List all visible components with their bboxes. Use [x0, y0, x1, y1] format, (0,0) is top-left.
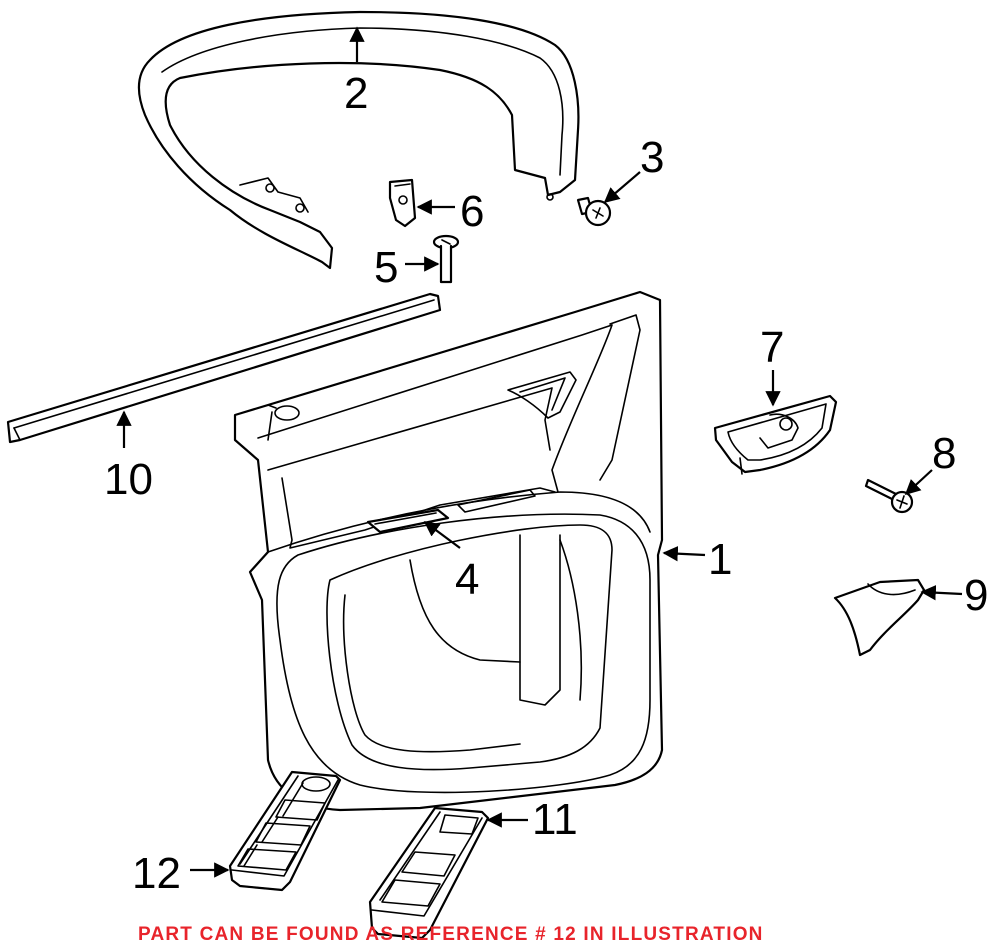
leader-4: [423, 521, 461, 549]
part-4-bezel: [366, 508, 450, 534]
part-11-window-switch: [368, 806, 490, 940]
callout-8: 8: [932, 429, 956, 478]
callout-3: 3: [640, 133, 664, 182]
part-reference-notice: PART CAN BE FOUND AS REFERENCE # 12 IN I…: [138, 924, 764, 945]
leader-8: [904, 469, 933, 496]
callout-5: 5: [374, 243, 398, 292]
callout-4: 4: [455, 555, 479, 604]
part-5-screw: [432, 234, 460, 284]
part-8-screw: [864, 478, 914, 514]
callout-11: 11: [532, 795, 578, 844]
leader-9: [920, 585, 963, 601]
leader-lines: [116, 26, 963, 878]
part-2-window-frame-molding: [137, 10, 580, 270]
callout-12: 12: [132, 849, 181, 898]
leader-1: [662, 545, 706, 562]
part-10-belt-molding: [6, 292, 442, 444]
part-6-clip: [388, 178, 417, 228]
callout-7: 7: [760, 323, 784, 372]
leader-3: [603, 171, 641, 204]
callout-labels: 1 2 3 4 5 6 7 8 9 10 11 12: [104, 69, 988, 898]
part-12-window-switch: [228, 770, 342, 892]
part-9-cover: [833, 578, 926, 657]
callout-10: 10: [104, 455, 153, 504]
callout-9: 9: [964, 571, 988, 620]
callout-1: 1: [708, 535, 732, 584]
part-1-door-trim-panel: [233, 290, 664, 812]
callout-2: 2: [344, 69, 368, 118]
part-7-inside-handle: [713, 394, 838, 475]
part-3-screw: [576, 196, 612, 227]
callout-6: 6: [460, 187, 484, 236]
